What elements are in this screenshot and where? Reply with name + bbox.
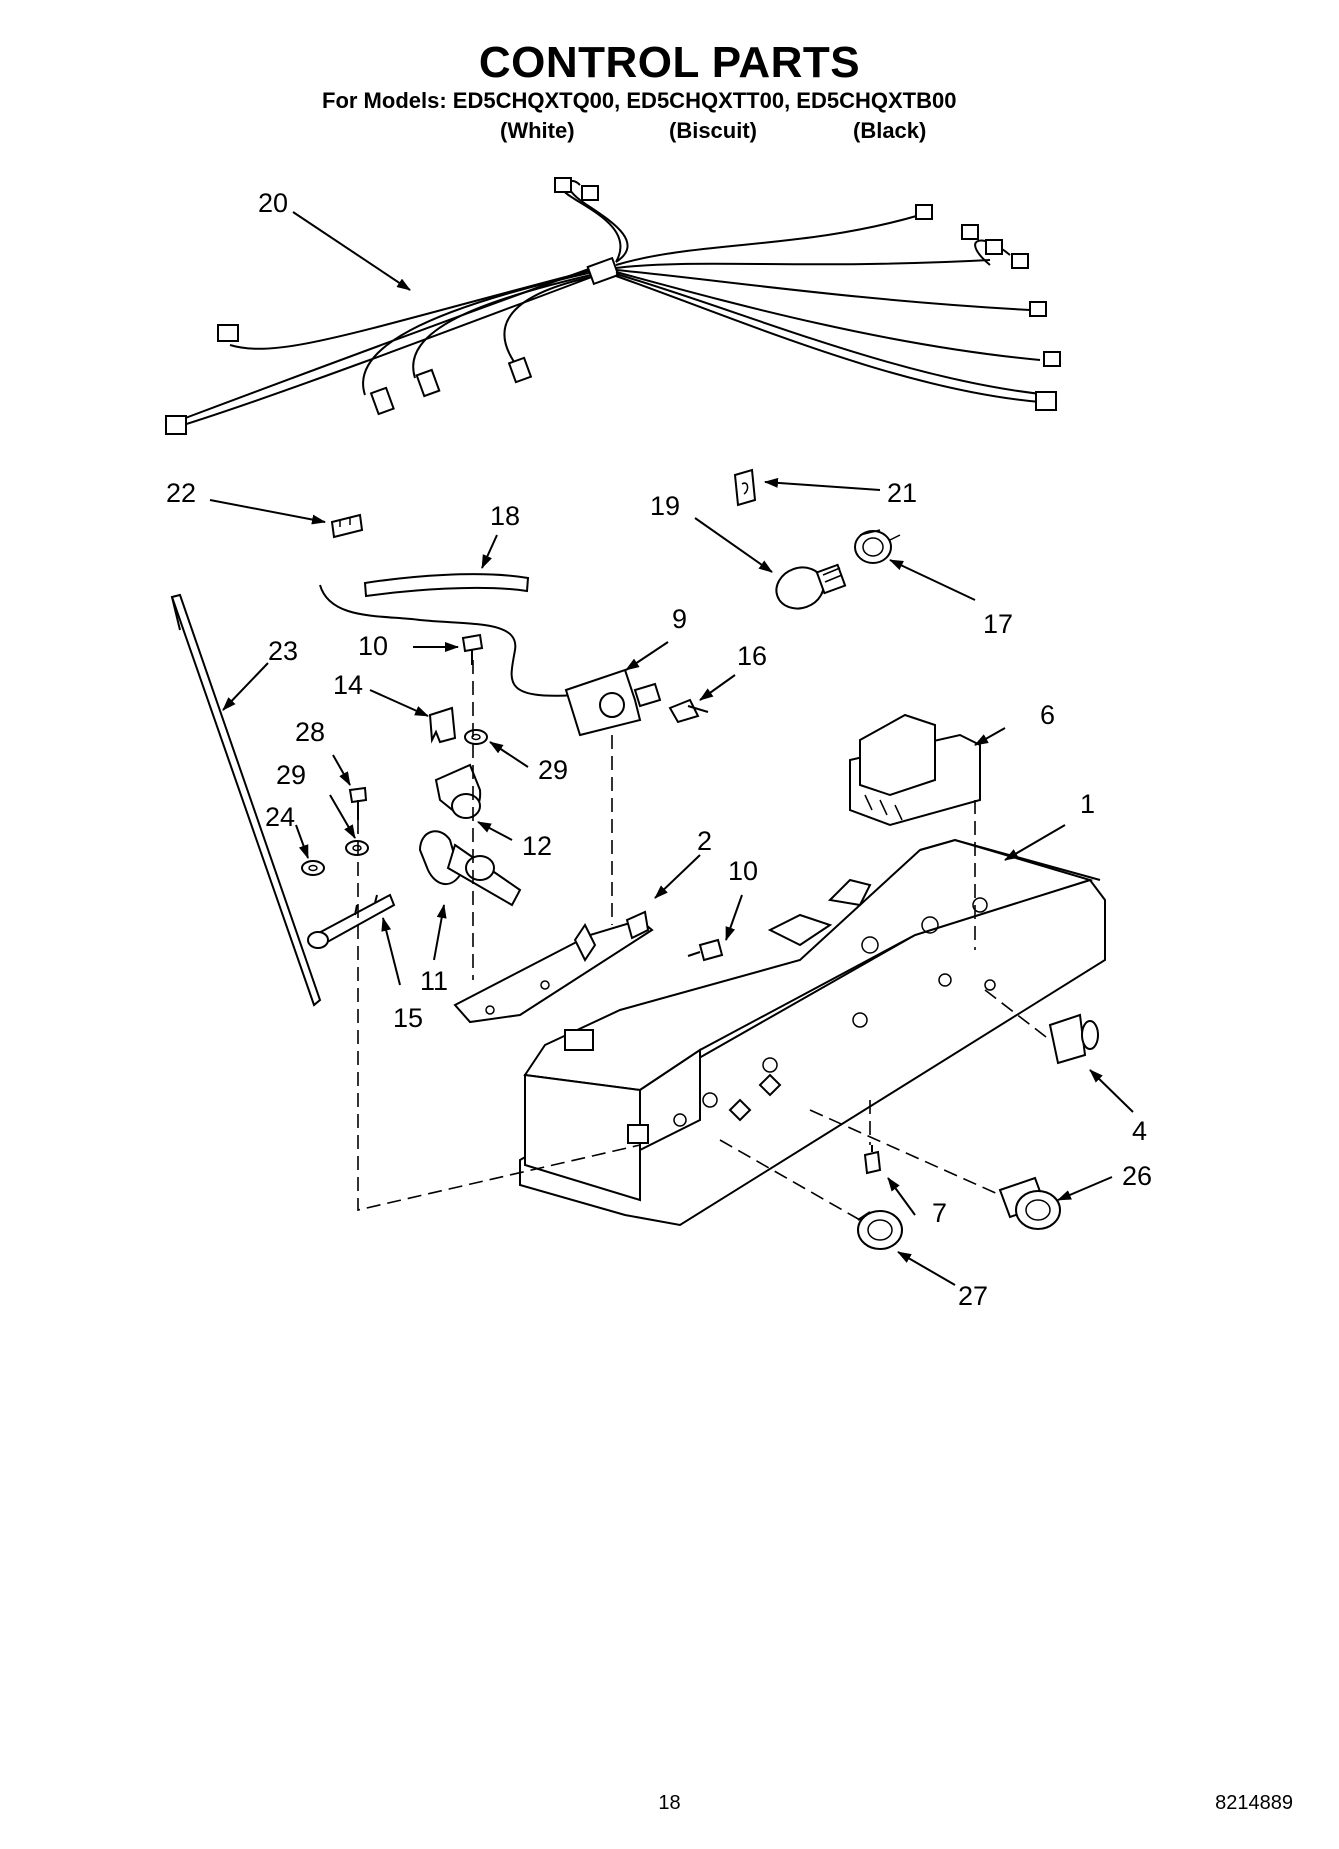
callout-14: 14 bbox=[333, 670, 363, 700]
screw-28 bbox=[348, 786, 368, 820]
callout-26: 26 bbox=[1122, 1161, 1152, 1191]
washer-24 bbox=[301, 860, 325, 876]
wire-harness bbox=[165, 177, 1061, 435]
transformer-6 bbox=[849, 713, 981, 827]
screw-10-lower bbox=[687, 938, 724, 962]
callout-10-lower: 10 bbox=[728, 856, 758, 886]
bracket-2 bbox=[453, 910, 654, 1024]
button-26 bbox=[998, 1176, 1061, 1230]
callout-17: 17 bbox=[983, 609, 1013, 639]
variant-black: (Black) bbox=[853, 118, 927, 143]
screw-7 bbox=[863, 1145, 882, 1175]
callout-11: 11 bbox=[420, 966, 448, 996]
knob-shaft-11 bbox=[418, 830, 522, 907]
callout-19: 19 bbox=[650, 491, 680, 521]
clip-22 bbox=[330, 513, 364, 539]
callout-9: 9 bbox=[672, 604, 687, 634]
washer-29-upper bbox=[464, 729, 488, 745]
callout-16: 16 bbox=[737, 641, 767, 671]
callout-12: 12 bbox=[522, 831, 552, 861]
callout-22: 22 bbox=[166, 478, 196, 508]
callout-29-upper: 29 bbox=[538, 755, 568, 785]
models-line: For Models: ED5CHQXTQ00, ED5CHQXTT00, ED… bbox=[322, 88, 957, 113]
document-number: 8214889 bbox=[1215, 1792, 1293, 1814]
callout-labels: 20 22 18 21 19 17 23 10 9 16 14 29 28 29… bbox=[166, 188, 1152, 1311]
callout-7: 7 bbox=[932, 1198, 947, 1228]
clip-14 bbox=[428, 706, 457, 744]
washer-29-lower bbox=[345, 840, 369, 856]
callout-28: 28 bbox=[295, 717, 325, 747]
control-housing-1 bbox=[519, 838, 1106, 1227]
callout-24: 24 bbox=[265, 802, 295, 832]
socket-17 bbox=[854, 529, 901, 564]
page-number: 18 bbox=[658, 1792, 681, 1814]
callout-4: 4 bbox=[1132, 1116, 1147, 1146]
callout-21: 21 bbox=[887, 478, 917, 508]
callout-18: 18 bbox=[490, 501, 520, 531]
page-title: CONTROL PARTS bbox=[478, 38, 861, 87]
alignment-lines bbox=[357, 660, 1051, 1221]
button-27 bbox=[857, 1210, 903, 1250]
variant-biscuit: (Biscuit) bbox=[669, 118, 757, 143]
callout-20: 20 bbox=[258, 188, 288, 218]
bracket-21 bbox=[733, 468, 757, 507]
thermostat-9 bbox=[319, 584, 662, 737]
callout-10-top: 10 bbox=[358, 631, 388, 661]
light-bulb-19 bbox=[775, 563, 847, 610]
leader-arrows bbox=[209, 211, 1134, 1286]
rod-23 bbox=[170, 593, 322, 1007]
callout-6: 6 bbox=[1040, 700, 1055, 730]
callout-27: 27 bbox=[958, 1281, 988, 1311]
screw-10-top bbox=[461, 633, 484, 665]
callout-23: 23 bbox=[268, 636, 298, 666]
lever-15 bbox=[307, 893, 396, 949]
callout-15: 15 bbox=[393, 1003, 423, 1033]
callout-1: 1 bbox=[1080, 789, 1095, 819]
screw-16 bbox=[668, 698, 709, 724]
variant-white: (White) bbox=[500, 118, 575, 143]
callout-2: 2 bbox=[697, 826, 712, 856]
callout-29-lower: 29 bbox=[276, 760, 306, 790]
tube-18 bbox=[363, 573, 530, 598]
switch-4 bbox=[1048, 1013, 1099, 1065]
